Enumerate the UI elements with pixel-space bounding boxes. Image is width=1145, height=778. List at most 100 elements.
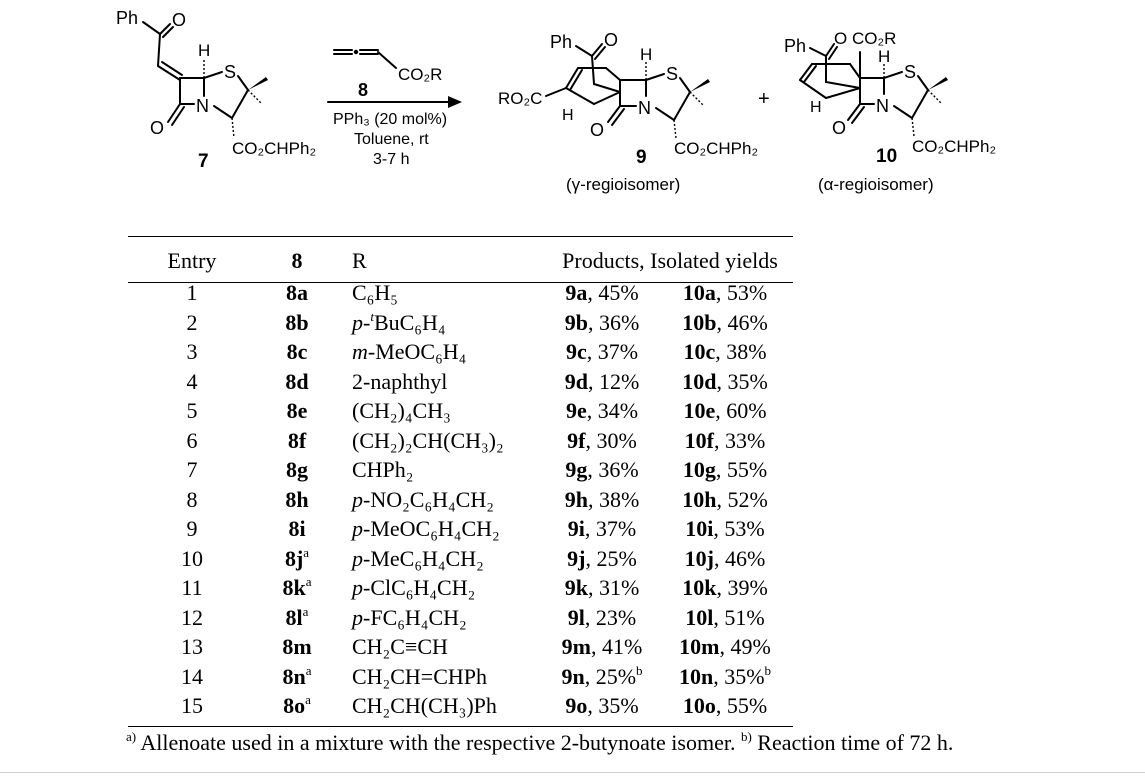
sm-ester-label: CO₂CHPh₂ — [232, 139, 316, 158]
cell-product-10: 10e, 60% — [683, 398, 767, 423]
table-row: 6 8f (CH₂)₂CH(CH₃)₂ 9f, 30% 10f, 33% — [128, 426, 793, 456]
cell-entry: 5 — [186, 398, 198, 423]
table-bottom-rule — [128, 726, 793, 727]
cell-product-10: 10j, 46% — [684, 545, 766, 571]
p9-s-label: S — [666, 64, 678, 84]
cell-reagent: 8d — [285, 368, 309, 394]
footnote-a-mark: a) — [126, 729, 137, 744]
p10-compound-number: 10 — [876, 146, 897, 167]
cell-reagent: 8ja — [284, 544, 310, 571]
cell-product-10: 10k, 39% — [682, 575, 768, 600]
cell-product-9: 9c, 37% — [565, 339, 639, 364]
table-row: 15 8oa CH₂CH(CH₃)Ph 9o, 35% 10o, 55% — [128, 691, 793, 721]
cell-reagent: 8b — [285, 309, 309, 335]
table-body: 1 8a C₆H₅ 9a, 45% 10a, 53% 2 8b p-tBuC₆H… — [128, 278, 793, 721]
sm-ph-label: Ph — [116, 8, 138, 28]
cell-product-9: 9g, 36% — [565, 457, 639, 482]
cell-entry: 3 — [186, 339, 198, 364]
p9-caption: (γ-regioisomer) — [566, 175, 680, 194]
cell-r: CH₂C≡CH — [352, 634, 448, 659]
reagent-allenoate-8: CO₂R 8 — [333, 49, 442, 100]
table-header-rule — [128, 282, 793, 283]
cell-reagent: 8la — [285, 603, 309, 630]
table-row: 9 8i p-MeOC₆H₄CH₂ 9i, 37% 10i, 53% — [128, 514, 793, 544]
cell-r: C₆H₅ — [352, 280, 398, 305]
cell-reagent: 8c — [286, 339, 308, 364]
table-row: 13 8m CH₂C≡CH 9m, 41% 10m, 49% — [128, 632, 793, 662]
cell-reagent: 8ka — [282, 574, 312, 600]
sm-lactam-o: O — [150, 118, 164, 138]
page-bottom-rule — [0, 772, 1145, 773]
cell-product-9: 9l, 23% — [567, 604, 637, 630]
cell-r: p-FC₆H₄CH₂ — [352, 604, 467, 630]
cell-product-10: 10f, 33% — [684, 427, 766, 453]
cell-reagent: 8f — [287, 427, 307, 453]
cell-product-10: 10b, 46% — [682, 309, 768, 335]
p10-h-label: H — [878, 47, 890, 66]
cell-product-9: 9e, 34% — [565, 398, 639, 423]
cell-product-9: 9k, 31% — [564, 575, 640, 600]
cell-reagent: 8e — [286, 398, 308, 423]
cell-product-9: 9b, 36% — [564, 309, 640, 335]
cell-reagent: 8i — [288, 516, 306, 541]
cell-entry: 7 — [186, 457, 198, 482]
sm-n-label: N — [196, 96, 209, 116]
cell-product-9: 9d, 12% — [564, 368, 640, 394]
cell-product-9: 9f, 30% — [567, 427, 637, 453]
cell-product-10: 10n, 35%b — [678, 662, 772, 689]
cell-product-10: 10c, 38% — [683, 339, 767, 364]
cell-r: p-MeOC₆H₄CH₂ — [352, 516, 500, 541]
cell-r: p-MeC₆H₄CH₂ — [352, 545, 484, 571]
cell-product-10: 10g, 55% — [682, 457, 768, 482]
reaction-arrow — [327, 96, 462, 108]
p10-h-bridge: H — [810, 99, 822, 116]
table-row: 1 8a C₆H₅ 9a, 45% 10a, 53% — [128, 278, 793, 308]
cell-product-10: 10d, 35% — [682, 368, 768, 394]
p10-caption: (α-regioisomer) — [818, 175, 934, 194]
cell-product-10: 10l, 51% — [685, 604, 765, 630]
table-row: 5 8e (CH₂)₄CH₃ 9e, 34% 10e, 60% — [128, 396, 793, 426]
p9-h-bridge: H — [562, 107, 574, 124]
cell-entry: 14 — [181, 663, 203, 689]
p9-n-label: N — [638, 98, 651, 118]
table-row: 10 8ja p-MeC₆H₄CH₂ 9j, 25% 10j, 46% — [128, 544, 793, 574]
cell-entry: 8 — [186, 486, 198, 512]
cell-entry: 12 — [181, 604, 203, 630]
cell-r: (CH₂)₄CH₃ — [352, 398, 451, 423]
p9-h-label: H — [640, 45, 652, 64]
cell-entry: 1 — [186, 280, 198, 305]
cell-reagent: 8h — [285, 486, 309, 512]
table-row: 14 8na CH₂CH=CHPh 9n, 25%b 10n, 35%b — [128, 662, 793, 692]
p9-ro2c-label: RO₂C — [498, 89, 542, 108]
footnote-b-mark: b) — [740, 729, 752, 744]
time-conditions: 3-7 h — [373, 151, 409, 168]
cell-product-10: 10m, 49% — [679, 634, 771, 659]
cell-product-10: 10h, 52% — [682, 486, 768, 512]
cell-entry: 6 — [186, 427, 198, 453]
table-row: 7 8g CHPh₂ 9g, 36% 10g, 55% — [128, 455, 793, 485]
solvent-conditions: Toluene, rt — [354, 131, 429, 148]
cell-entry: 9 — [186, 516, 198, 541]
starting-material-7: Ph O O N H S CO₂CHPh₂ 7 — [116, 8, 316, 172]
cell-entry: 11 — [181, 575, 203, 600]
p9-ph-label: Ph — [550, 32, 572, 52]
p10-ketone-o: O — [834, 29, 847, 48]
sm-compound-number: 7 — [198, 151, 209, 172]
cell-r: CH₂CH(CH₃)Ph — [352, 693, 497, 718]
cell-r: CHPh₂ — [352, 457, 414, 482]
cell-product-9: 9i, 37% — [567, 516, 637, 541]
cell-reagent: 8oa — [283, 692, 311, 718]
p10-co2r-label: CO₂R — [852, 29, 896, 48]
sm-ketone-o: O — [172, 10, 186, 30]
cell-product-9: 9j, 25% — [567, 545, 637, 571]
p10-lactam-o: O — [832, 118, 846, 138]
table-row: 12 8la p-FC₆H₄CH₂ 9l, 23% 10l, 51% — [128, 603, 793, 633]
cell-entry: 2 — [186, 309, 198, 335]
catalyst-conditions: PPh₃ (20 mol%) — [333, 111, 447, 128]
cell-entry: 10 — [181, 545, 203, 571]
table-row: 11 8ka p-ClC₆H₄CH₂ 9k, 31% 10k, 39% — [128, 573, 793, 603]
cell-reagent: 8m — [282, 634, 312, 659]
cell-product-9: 9a, 45% — [565, 280, 639, 305]
cell-product-9: 9m, 41% — [561, 634, 643, 659]
cell-r: m-MeOC₆H₄ — [352, 339, 467, 364]
